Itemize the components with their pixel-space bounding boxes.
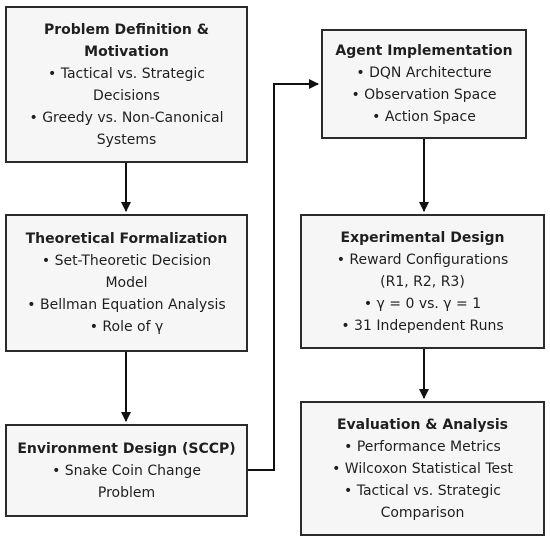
box-item: Comparison [380,504,465,521]
box-title: Agent Implementation [335,43,513,59]
box-item: • Observation Space [351,87,497,103]
problem-definition-box: Problem Definition & Motivation • Tactic… [5,6,248,163]
box-title: Experimental Design [340,229,505,246]
box-title: Theoretical Formalization [25,231,228,247]
box-item: Systems [96,131,157,148]
box-item: Decisions [93,87,160,104]
box-item: • Action Space [372,109,476,125]
evaluation-analysis-box: Evaluation & Analysis • Performance Metr… [300,401,545,536]
box-item: • Snake Coin Change [52,462,201,479]
box-item: • γ = 0 vs. γ = 1 [363,295,482,312]
box-title: Evaluation & Analysis [336,416,509,433]
box-item: • Tactical vs. Strategic [344,482,501,499]
box-item: • Set-Theoretic Decision [41,253,212,269]
box-item: Problem [97,484,156,501]
box-item: • Performance Metrics [344,438,501,455]
box-item: • Bellman Equation Analysis [27,297,226,313]
box-item: • Reward Configurations [336,251,509,268]
box-item: Model [105,275,148,291]
box-item: • Tactical vs. Strategic [48,65,205,82]
box-title: Motivation [84,43,169,60]
box-item: • DQN Architecture [356,65,492,81]
box-item: • Role of γ [89,319,164,335]
box-item: • Greedy vs. Non-Canonical [29,109,224,126]
arrow-environment-to-agent [248,79,319,471]
agent-implementation-box: Agent Implementation • DQN Architecture … [321,29,527,139]
box-title: Environment Design (SCCP) [17,440,236,457]
environment-design-box: Environment Design (SCCP) • Snake Coin C… [5,424,248,517]
box-item: • Wilcoxon Statistical Test [332,460,513,477]
box-item: (R1, R2, R3) [380,273,465,290]
box-item: • 31 Independent Runs [341,317,504,334]
box-title: Problem Definition & [44,21,209,38]
theoretical-formalization-box: Theoretical Formalization • Set-Theoreti… [5,214,248,352]
experimental-design-box: Experimental Design • Reward Configurati… [300,214,545,349]
